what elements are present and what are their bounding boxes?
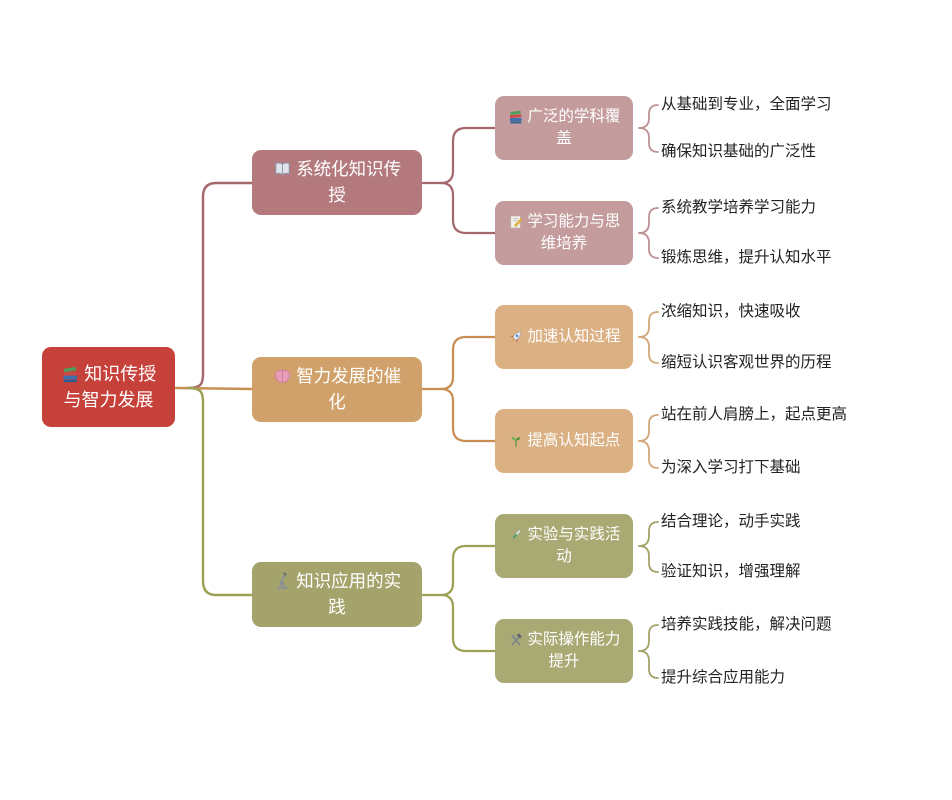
leaf-node[interactable]: 站在前人肩膀上，起点更高: [661, 406, 848, 423]
root-node-content: 知识传授与智力发展: [52, 361, 165, 413]
hammer-tools-icon: [508, 629, 524, 651]
memo-pencil-icon: [508, 211, 524, 233]
sub-node-accelerate-cognition[interactable]: 加速认知过程: [495, 305, 633, 369]
leaf-node[interactable]: 提升综合应用能力: [661, 669, 786, 686]
sub-node-broad-subject-coverage[interactable]: 广泛的学科覆盖: [495, 96, 633, 160]
leaf-node[interactable]: 系统教学培养学习能力: [661, 199, 817, 216]
sub-node-content: 加速认知过程: [508, 326, 621, 348]
sub-node-label: 提高认知起点: [527, 431, 621, 449]
branch-node-label: 系统化知识传授: [296, 159, 402, 205]
sub-node-higher-starting-point[interactable]: 提高认知起点: [495, 409, 633, 473]
branch-node-systematic-knowledge[interactable]: 系统化知识传授: [252, 150, 422, 215]
sub-node-label: 实验与实践活动: [527, 525, 621, 565]
root-branch3-connector: [186, 386, 254, 597]
sub-node-content: 提高认知起点: [508, 430, 621, 452]
books-stack-icon: [61, 361, 80, 387]
sub-node-label: 广泛的学科覆盖: [527, 107, 621, 147]
branch-node-knowledge-application[interactable]: 知识应用的实践: [252, 562, 422, 627]
books-stack-icon: [508, 106, 524, 128]
leaf-node[interactable]: 锻炼思维，提升认知水平: [661, 249, 832, 266]
sub3a-leaf-connector: [638, 521, 659, 573]
leaf-node[interactable]: 从基础到专业，全面学习: [661, 96, 832, 113]
sub-node-label: 实际操作能力提升: [527, 630, 621, 670]
rocket-icon: [508, 326, 524, 348]
branch2-children-connector: [420, 335, 497, 443]
branch3-children-connector: [420, 544, 497, 653]
sub-node-content: 广泛的学科覆盖: [505, 106, 623, 151]
root-branch1-connector: [186, 181, 254, 390]
leaf-node[interactable]: 培养实践技能，解决问题: [661, 616, 832, 633]
open-book-icon: [273, 157, 292, 182]
branch-node-content: 智力发展的催化: [266, 364, 408, 415]
branch-node-label: 知识应用的实践: [296, 571, 402, 617]
sub-node-content: 实际操作能力提升: [505, 629, 623, 674]
sub-node-practical-skill-improvement[interactable]: 实际操作能力提升: [495, 619, 633, 683]
branch-node-content: 知识应用的实践: [266, 569, 408, 620]
leaf-node[interactable]: 浓缩知识，快速吸收: [661, 303, 801, 320]
sub-node-experiment-practice[interactable]: 实验与实践活动: [495, 514, 633, 578]
sub-node-label: 加速认知过程: [527, 327, 621, 345]
leaf-node[interactable]: 为深入学习打下基础: [661, 459, 801, 476]
leaf-node[interactable]: 缩短认识客观世界的历程: [661, 354, 832, 371]
sub1b-leaf-connector: [638, 207, 659, 259]
leaf-node[interactable]: 确保知识基础的广泛性: [661, 143, 817, 160]
leaf-node[interactable]: 验证知识，增强理解: [661, 563, 801, 580]
seedling-icon: [508, 430, 524, 452]
leaf-node[interactable]: 结合理论，动手实践: [661, 513, 801, 530]
root-node[interactable]: 知识传授与智力发展: [42, 347, 175, 427]
branch1-children-connector: [420, 126, 497, 235]
branch-node-intellectual-catalyst[interactable]: 智力发展的催化: [252, 357, 422, 422]
branch-node-content: 系统化知识传授: [266, 157, 408, 208]
sub-node-content: 学习能力与思维培养: [505, 211, 623, 256]
sub1a-leaf-connector: [638, 104, 659, 153]
sub-node-learning-ability-thinking[interactable]: 学习能力与思维培养: [495, 201, 633, 265]
sub3b-leaf-connector: [638, 624, 659, 679]
microscope-icon: [273, 569, 292, 594]
sub2b-leaf-connector: [638, 414, 659, 469]
root-node-label: 知识传授与智力发展: [63, 363, 157, 410]
sub-node-content: 实验与实践活动: [505, 524, 623, 569]
branch-node-label: 智力发展的催化: [296, 366, 402, 412]
brain-icon: [273, 364, 292, 389]
sub-node-label: 学习能力与思维培养: [527, 212, 621, 252]
test-tube-icon: [508, 524, 524, 546]
sub2a-leaf-connector: [638, 311, 659, 364]
